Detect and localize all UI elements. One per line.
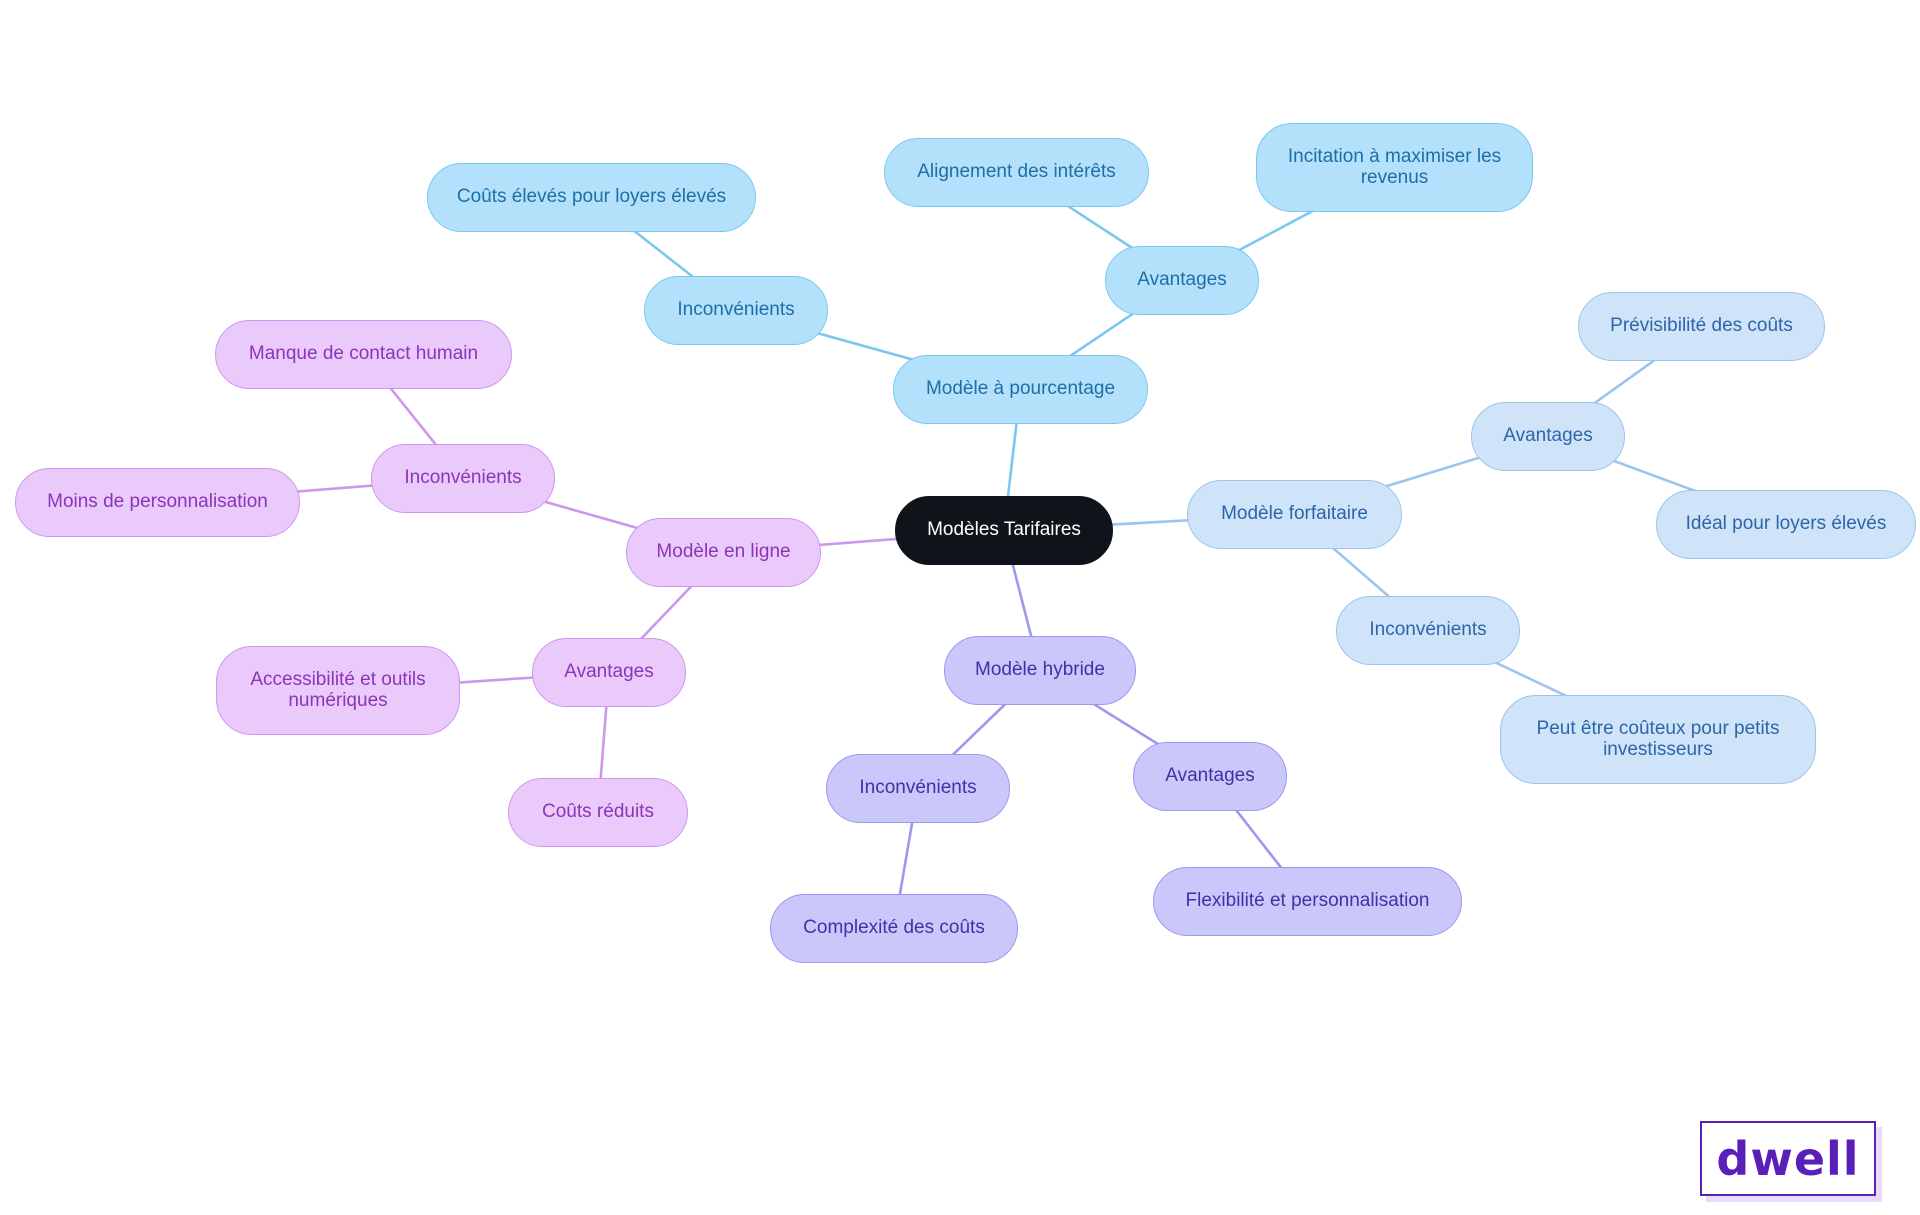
pourcentage-node-label: Modèle à pourcentage — [925, 378, 1116, 400]
en-ligne-avantages-label: Avantages — [564, 661, 654, 683]
root-node-label: Modèles Tarifaires — [927, 519, 1081, 541]
pourcentage-avantage-item-label: Incitation à maximiser les revenus — [1287, 145, 1502, 188]
pourcentage-inconvenients-label: Inconvénients — [677, 299, 795, 321]
hybride-avantage-item[interactable]: Flexibilité et personnalisation — [1153, 867, 1462, 936]
hybride-avantages-node[interactable]: Avantages — [1133, 742, 1287, 811]
pourcentage-inconvenients-node[interactable]: Inconvénients — [644, 276, 828, 345]
pourcentage-avantages-label: Avantages — [1137, 269, 1227, 291]
en-ligne-inconvenients-label: Inconvénients — [404, 467, 522, 489]
hybride-inconvenients-label: Inconvénients — [859, 777, 977, 799]
dwell-logo: dwell — [1700, 1121, 1876, 1196]
forfaitaire-avantages-node[interactable]: Avantages — [1471, 402, 1625, 471]
pourcentage-avantage-item[interactable]: Incitation à maximiser les revenus — [1256, 123, 1533, 212]
pourcentage-inconvenient-item-label: Coûts élevés pour loyers élevés — [456, 186, 727, 208]
forfaitaire-inconvenient-item[interactable]: Peut être coûteux pour petits investisse… — [1500, 695, 1816, 784]
dwell-logo-text: dwell — [1716, 1131, 1860, 1186]
en-ligne-inconvenient-item[interactable]: Moins de personnalisation — [15, 468, 300, 537]
forfaitaire-avantages-label: Avantages — [1503, 425, 1593, 447]
forfaitaire-node-label: Modèle forfaitaire — [1221, 503, 1368, 525]
hybride-avantage-item-label: Flexibilité et personnalisation — [1185, 890, 1430, 912]
hybride-avantages-label: Avantages — [1165, 765, 1255, 787]
hybride-inconvenient-item-label: Complexité des coûts — [803, 917, 985, 939]
en-ligne-avantage-item-label: Coûts réduits — [542, 801, 654, 823]
pourcentage-avantage-item[interactable]: Alignement des intérêts — [884, 138, 1149, 207]
en-ligne-avantage-item[interactable]: Coûts réduits — [508, 778, 688, 847]
en-ligne-inconvenient-item[interactable]: Manque de contact humain — [215, 320, 512, 389]
forfaitaire-inconvenient-item-label: Peut être coûteux pour petits investisse… — [1536, 717, 1780, 760]
en-ligne-inconvenient-item-label: Manque de contact humain — [248, 343, 479, 365]
forfaitaire-avantage-item[interactable]: Prévisibilité des coûts — [1578, 292, 1825, 361]
hybride-node[interactable]: Modèle hybride — [944, 636, 1136, 705]
en-ligne-inconvenient-item-label: Moins de personnalisation — [47, 491, 268, 513]
en-ligne-node-label: Modèle en ligne — [656, 541, 791, 563]
forfaitaire-avantage-item[interactable]: Idéal pour loyers élevés — [1656, 490, 1916, 559]
pourcentage-node[interactable]: Modèle à pourcentage — [893, 355, 1148, 424]
hybride-inconvenients-node[interactable]: Inconvénients — [826, 754, 1010, 823]
hybride-node-label: Modèle hybride — [975, 659, 1105, 681]
en-ligne-avantage-item-label: Accessibilité et outils numériques — [250, 668, 426, 711]
en-ligne-avantage-item[interactable]: Accessibilité et outils numériques — [216, 646, 460, 735]
forfaitaire-avantage-item-label: Idéal pour loyers élevés — [1685, 513, 1887, 535]
en-ligne-avantages-node[interactable]: Avantages — [532, 638, 686, 707]
forfaitaire-inconvenients-label: Inconvénients — [1369, 619, 1487, 641]
forfaitaire-avantage-item-label: Prévisibilité des coûts — [1610, 315, 1793, 337]
hybride-inconvenient-item[interactable]: Complexité des coûts — [770, 894, 1018, 963]
root-node[interactable]: Modèles Tarifaires — [895, 496, 1113, 565]
pourcentage-avantages-node[interactable]: Avantages — [1105, 246, 1259, 315]
forfaitaire-node[interactable]: Modèle forfaitaire — [1187, 480, 1402, 549]
pourcentage-inconvenient-item[interactable]: Coûts élevés pour loyers élevés — [427, 163, 756, 232]
pourcentage-avantage-item-label: Alignement des intérêts — [917, 161, 1116, 183]
en-ligne-node[interactable]: Modèle en ligne — [626, 518, 821, 587]
en-ligne-inconvenients-node[interactable]: Inconvénients — [371, 444, 555, 513]
forfaitaire-inconvenients-node[interactable]: Inconvénients — [1336, 596, 1520, 665]
